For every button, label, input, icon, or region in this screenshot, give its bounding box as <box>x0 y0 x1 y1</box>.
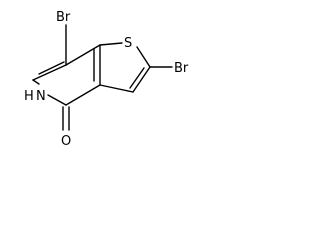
atom-br-top: Br <box>56 10 71 25</box>
bond-c6-c7 <box>32 64 67 81</box>
atom-s: S <box>124 36 132 51</box>
molecule-diagram: Br S Br H N O <box>0 0 200 178</box>
atom-br-right: Br <box>174 61 189 76</box>
bond-c4-n5 <box>47 94 67 106</box>
bond-c2-c3-inner <box>129 67 145 89</box>
bond-c3a-c4 <box>65 84 101 106</box>
bond-c7-c7a <box>65 44 101 66</box>
atom-h: H <box>24 89 34 104</box>
bond-c3-c3a <box>99 84 134 93</box>
bond-lines <box>32 24 173 131</box>
bond-s-c2 <box>136 46 151 68</box>
bond-c7a-s <box>99 42 123 46</box>
bond-c2-c3 <box>132 66 151 93</box>
bond-c6-c7-inner <box>38 61 65 75</box>
bond-n5-c6 <box>32 79 40 85</box>
structure-svg: Br S Br H N O <box>24 10 189 149</box>
atom-n: N <box>36 89 46 104</box>
atom-o: O <box>61 134 71 149</box>
